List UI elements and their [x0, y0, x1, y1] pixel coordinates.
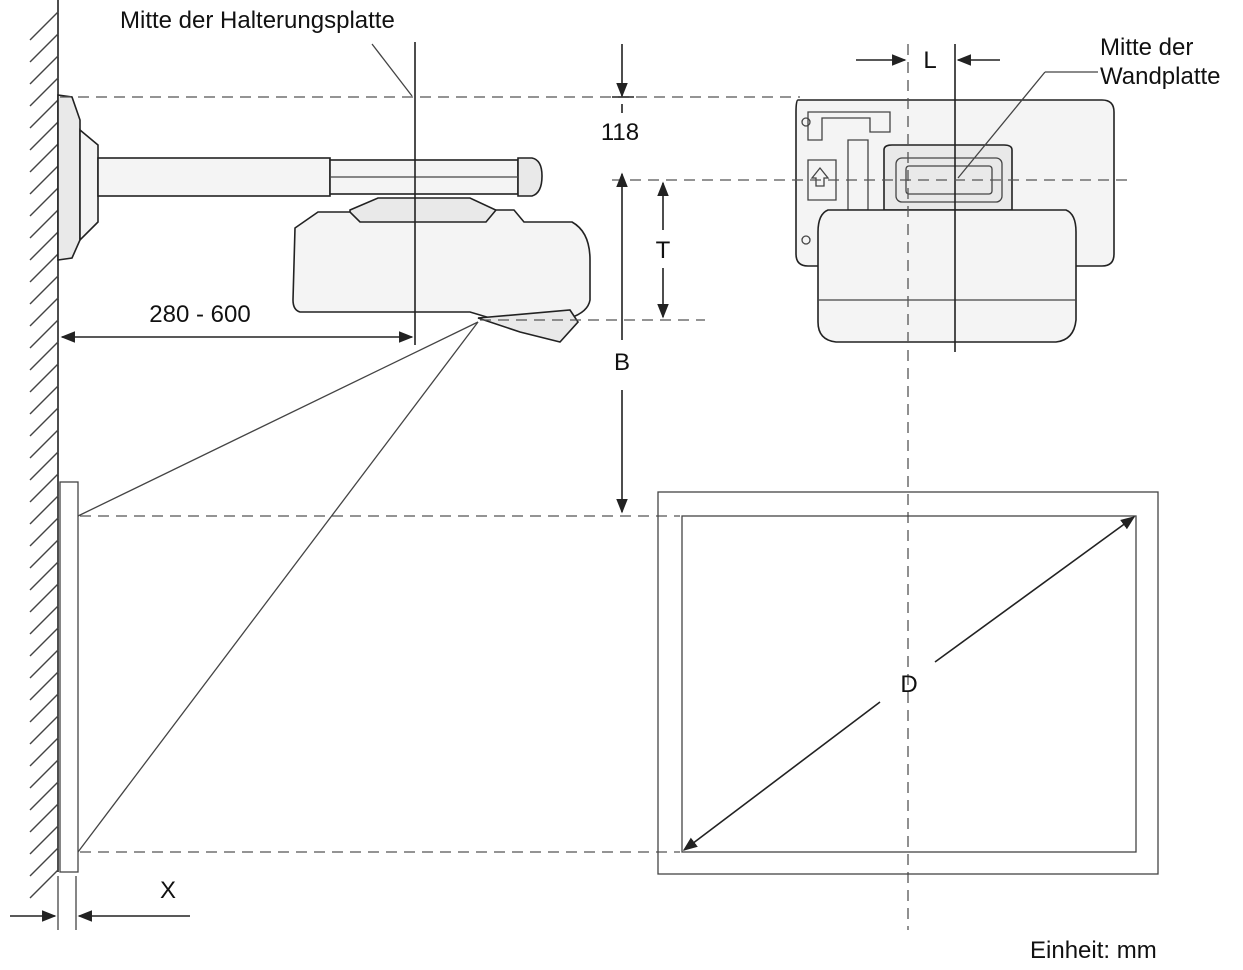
hatch-line [29, 77, 59, 107]
wallplate-center-label-line2: Wandplatte [1100, 63, 1221, 90]
hatch-line [29, 253, 59, 283]
side-wall-plate [57, 94, 81, 261]
hatch-line [29, 319, 59, 349]
dim-118-label: 118 [601, 119, 639, 146]
hatch-line [29, 539, 59, 569]
arm-end-cap [517, 157, 543, 197]
front-screen-frame [657, 491, 1159, 875]
hatch-line [29, 231, 59, 261]
hatch-line [29, 737, 59, 767]
wall-hatching [29, 11, 59, 899]
hatch-line [29, 165, 59, 195]
side-screen [59, 481, 79, 873]
hatch-line [29, 187, 59, 217]
projector-front-body [817, 209, 1077, 343]
dim-range-label: 280 - 600 [149, 301, 250, 328]
wall [29, 0, 59, 899]
projector-side-body [292, 209, 591, 319]
dim-l-label: L [923, 47, 936, 74]
hatch-line [29, 869, 59, 899]
hatch-line [29, 209, 59, 239]
hatch-line [29, 561, 59, 591]
hatch-line [29, 803, 59, 833]
hatch-line [29, 363, 59, 393]
hatch-line [29, 297, 59, 327]
hatch-line [29, 693, 59, 723]
hatch-line [29, 715, 59, 745]
hatch-line [29, 781, 59, 811]
wallplate-center-leader [957, 71, 1046, 179]
hatch-line [29, 99, 59, 129]
dim-b-label: B [614, 349, 630, 376]
hatch-line [29, 143, 59, 173]
projection-ray-top [77, 321, 479, 517]
dim-x-label: X [160, 877, 176, 904]
hatch-line [29, 275, 59, 305]
front-view-projector [795, 99, 1115, 343]
hatch-line [29, 473, 59, 503]
bracket-center-leader [371, 43, 413, 97]
unit-label: Einheit: mm [1030, 937, 1157, 964]
bracket-center-label: Mitte der Halterungsplatte [120, 7, 395, 34]
front-mount-window [895, 157, 1003, 203]
hatch-line [29, 55, 59, 85]
hatch-line [29, 33, 59, 63]
side-plate-bracket [79, 128, 99, 242]
hatch-line [29, 627, 59, 657]
hatch-line [29, 341, 59, 371]
hatch-line [29, 407, 59, 437]
projection-ray-bottom [77, 321, 479, 853]
hatch-line [29, 495, 59, 525]
side-view-projector [57, 94, 591, 343]
hatch-line [29, 759, 59, 789]
hatch-line [29, 825, 59, 855]
projector-lens-housing [477, 309, 580, 343]
front-mount-block [883, 144, 1013, 211]
hatch-line [29, 517, 59, 547]
hatch-line [29, 583, 59, 613]
hatch-line [29, 605, 59, 635]
hatch-line [29, 11, 59, 41]
dim-d-label: D [900, 671, 917, 698]
hatch-line [29, 847, 59, 877]
front-screen-image [681, 515, 1137, 853]
hatch-line [29, 121, 59, 151]
arrow-up-icon [810, 166, 830, 187]
hatch-line [29, 429, 59, 459]
wallplate-center-label-line1: Mitte der [1100, 34, 1193, 61]
hatch-line [29, 385, 59, 415]
hatch-line [29, 649, 59, 679]
telescopic-arm [97, 157, 331, 197]
dim-t-label: T [656, 237, 671, 264]
hatch-line [29, 671, 59, 701]
hatch-line [29, 451, 59, 481]
